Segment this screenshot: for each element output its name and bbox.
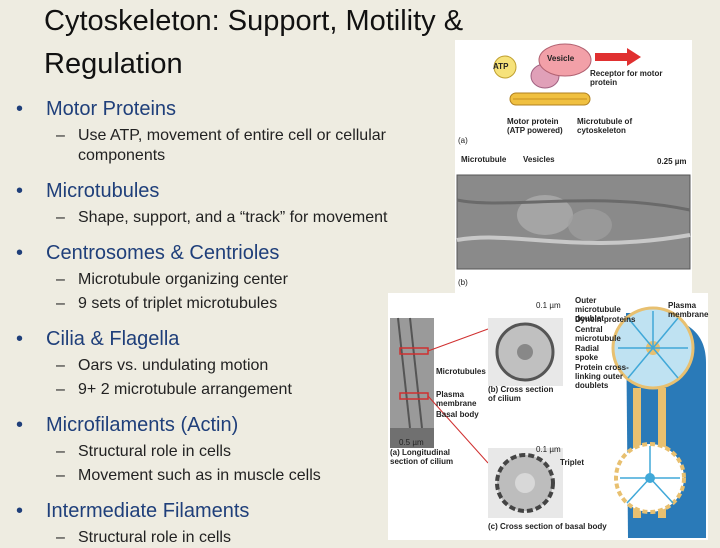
sub-bullet: Shape, support, and a “track” for moveme… xyxy=(16,208,396,228)
sub-bullet: 9+ 2 microtubule arrangement xyxy=(16,380,396,400)
central-microtubule-label: Central microtubule xyxy=(575,325,621,343)
panel-a-label: (a) xyxy=(458,136,468,145)
vesicle-shape xyxy=(538,43,592,77)
atp-burst xyxy=(493,55,517,79)
cilium-diagram xyxy=(390,306,706,538)
bullet-list: Motor Proteins Use ATP, movement of enti… xyxy=(16,96,396,548)
plasma-membrane-right-label: Plasma membrane xyxy=(668,301,709,319)
sub-bullet: Oars vs. undulating motion xyxy=(16,356,396,376)
scale-bottom-label: 0.1 µm xyxy=(536,445,561,454)
panel-b-label: (b) xyxy=(458,278,468,287)
cilium-figure: 0.1 µm Outer microtubule doublet Dynein … xyxy=(388,293,708,540)
sub-bullet: Structural role in cells xyxy=(16,528,396,548)
direction-arrow xyxy=(595,48,641,66)
bullet-centrosomes: Centrosomes & Centrioles xyxy=(16,240,396,266)
plasma-membrane-left-label: Plasma membrane xyxy=(436,390,477,408)
scale-left-label: 0.5 µm xyxy=(399,438,424,447)
sub-bullet: Use ATP, movement of entire cell or cell… xyxy=(16,126,396,166)
scale-top-label: 0.1 µm xyxy=(536,301,561,310)
bullet-microfilaments: Microfilaments (Actin) xyxy=(16,412,396,438)
sub-bullet: Movement such as in muscle cells xyxy=(16,466,396,486)
panel-b-caption: (b) Cross section of cilium xyxy=(488,385,554,403)
bullet-microtubules: Microtubules xyxy=(16,178,396,204)
bullet-cilia-flagella: Cilia & Flagella xyxy=(16,326,396,352)
sub-bullet: Microtubule organizing center xyxy=(16,270,396,290)
basal-body-label: Basal body xyxy=(436,410,479,419)
vesicle-label: Vesicle xyxy=(547,54,575,63)
bullet-intermediate-filaments: Intermediate Filaments xyxy=(16,498,396,524)
slide-title: Cytoskeleton: Support, Motility & Regula… xyxy=(44,5,464,80)
triplet-label: Triplet xyxy=(560,458,585,467)
cross-link-label: Protein cross-linking outer doublets xyxy=(575,363,629,390)
vesicles-label: Vesicles xyxy=(523,155,555,164)
motor-protein-label: Motor protein (ATP powered) xyxy=(507,117,563,135)
microtubule-label: Microtubule xyxy=(461,155,507,164)
panel-c-caption: (c) Cross section of basal body xyxy=(488,522,607,531)
atp-label: ATP xyxy=(493,62,509,71)
scale-label: 0.25 µm xyxy=(657,157,687,166)
radial-spoke-label: Radial spoke xyxy=(575,344,600,362)
motor-protein-figure: ATP Vesicle Receptor for motor protein M… xyxy=(455,40,692,295)
bullet-motor-proteins: Motor Proteins xyxy=(16,96,396,122)
receptor-label: Receptor for motor protein xyxy=(590,69,663,87)
sub-bullet: Structural role in cells xyxy=(16,442,396,462)
motor-protein-diagram xyxy=(456,43,691,270)
microtubule-cytoskeleton-label: Microtubule of cytoskeleton xyxy=(577,117,633,135)
microtubules-label: Microtubules xyxy=(436,367,486,376)
outer-doublet-label: Outer microtubule doublet xyxy=(575,296,621,323)
sub-bullet: 9 sets of triplet microtubules xyxy=(16,294,396,314)
panel-a-caption: (a) Longitudinal section of cilium xyxy=(390,448,454,466)
dynein-label: Dynein proteins xyxy=(575,315,636,324)
